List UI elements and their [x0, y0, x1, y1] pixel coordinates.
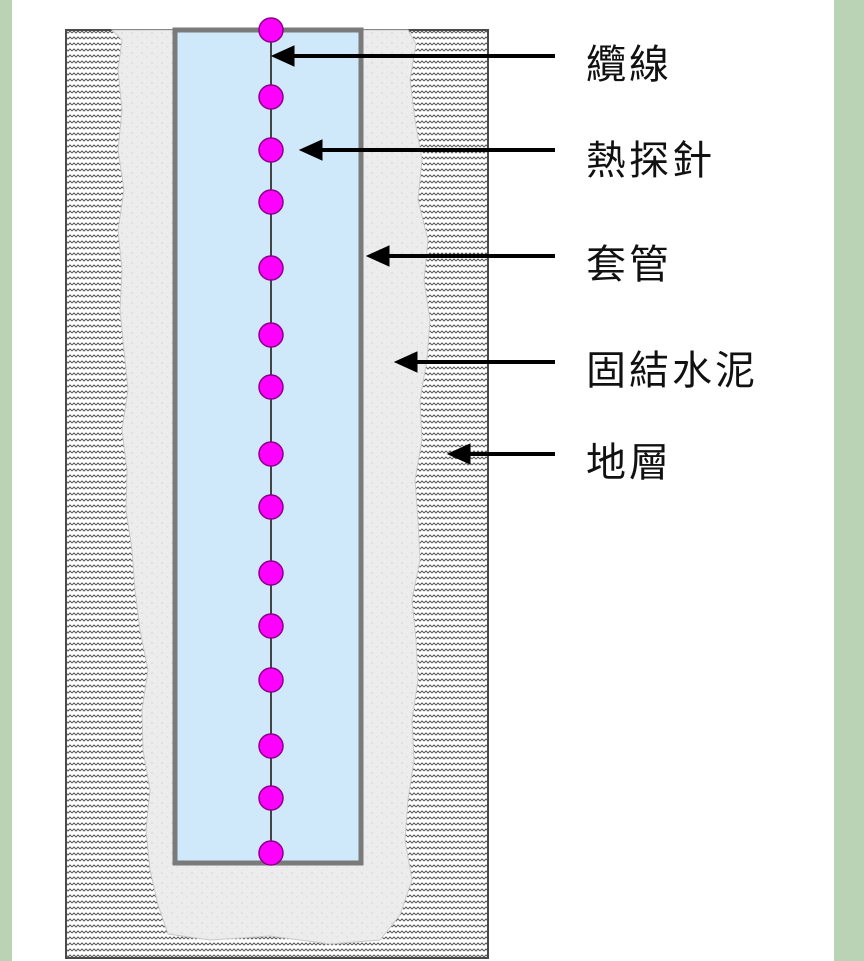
- arrow-casing: [365, 245, 555, 267]
- probe-group: [258, 17, 284, 866]
- thermal-probe: [258, 189, 284, 215]
- arrow-probe: [298, 139, 555, 161]
- label-probe: 熱探針: [586, 138, 715, 184]
- label-cement: 固結水泥: [586, 348, 758, 394]
- thermal-probe: [258, 560, 284, 586]
- thermal-probe: [258, 322, 284, 348]
- thermal-probe: [258, 374, 284, 400]
- arrow-cement: [393, 351, 555, 373]
- thermal-probe: [258, 137, 284, 163]
- thermal-probe: [258, 494, 284, 520]
- thermal-probe: [258, 613, 284, 639]
- arrow-formation: [446, 443, 555, 465]
- thermal-probe: [258, 840, 284, 866]
- thermal-probe: [258, 785, 284, 811]
- thermal-probe: [258, 84, 284, 110]
- arrow-cable: [270, 45, 555, 67]
- label-cable: 纜線: [586, 42, 672, 88]
- thermal-probe: [258, 17, 284, 43]
- thermal-probe: [258, 667, 284, 693]
- thermal-probe: [258, 255, 284, 281]
- thermal-probe: [258, 733, 284, 759]
- label-casing: 套管: [586, 242, 672, 288]
- label-formation: 地層: [586, 440, 672, 486]
- thermal-probe: [258, 441, 284, 467]
